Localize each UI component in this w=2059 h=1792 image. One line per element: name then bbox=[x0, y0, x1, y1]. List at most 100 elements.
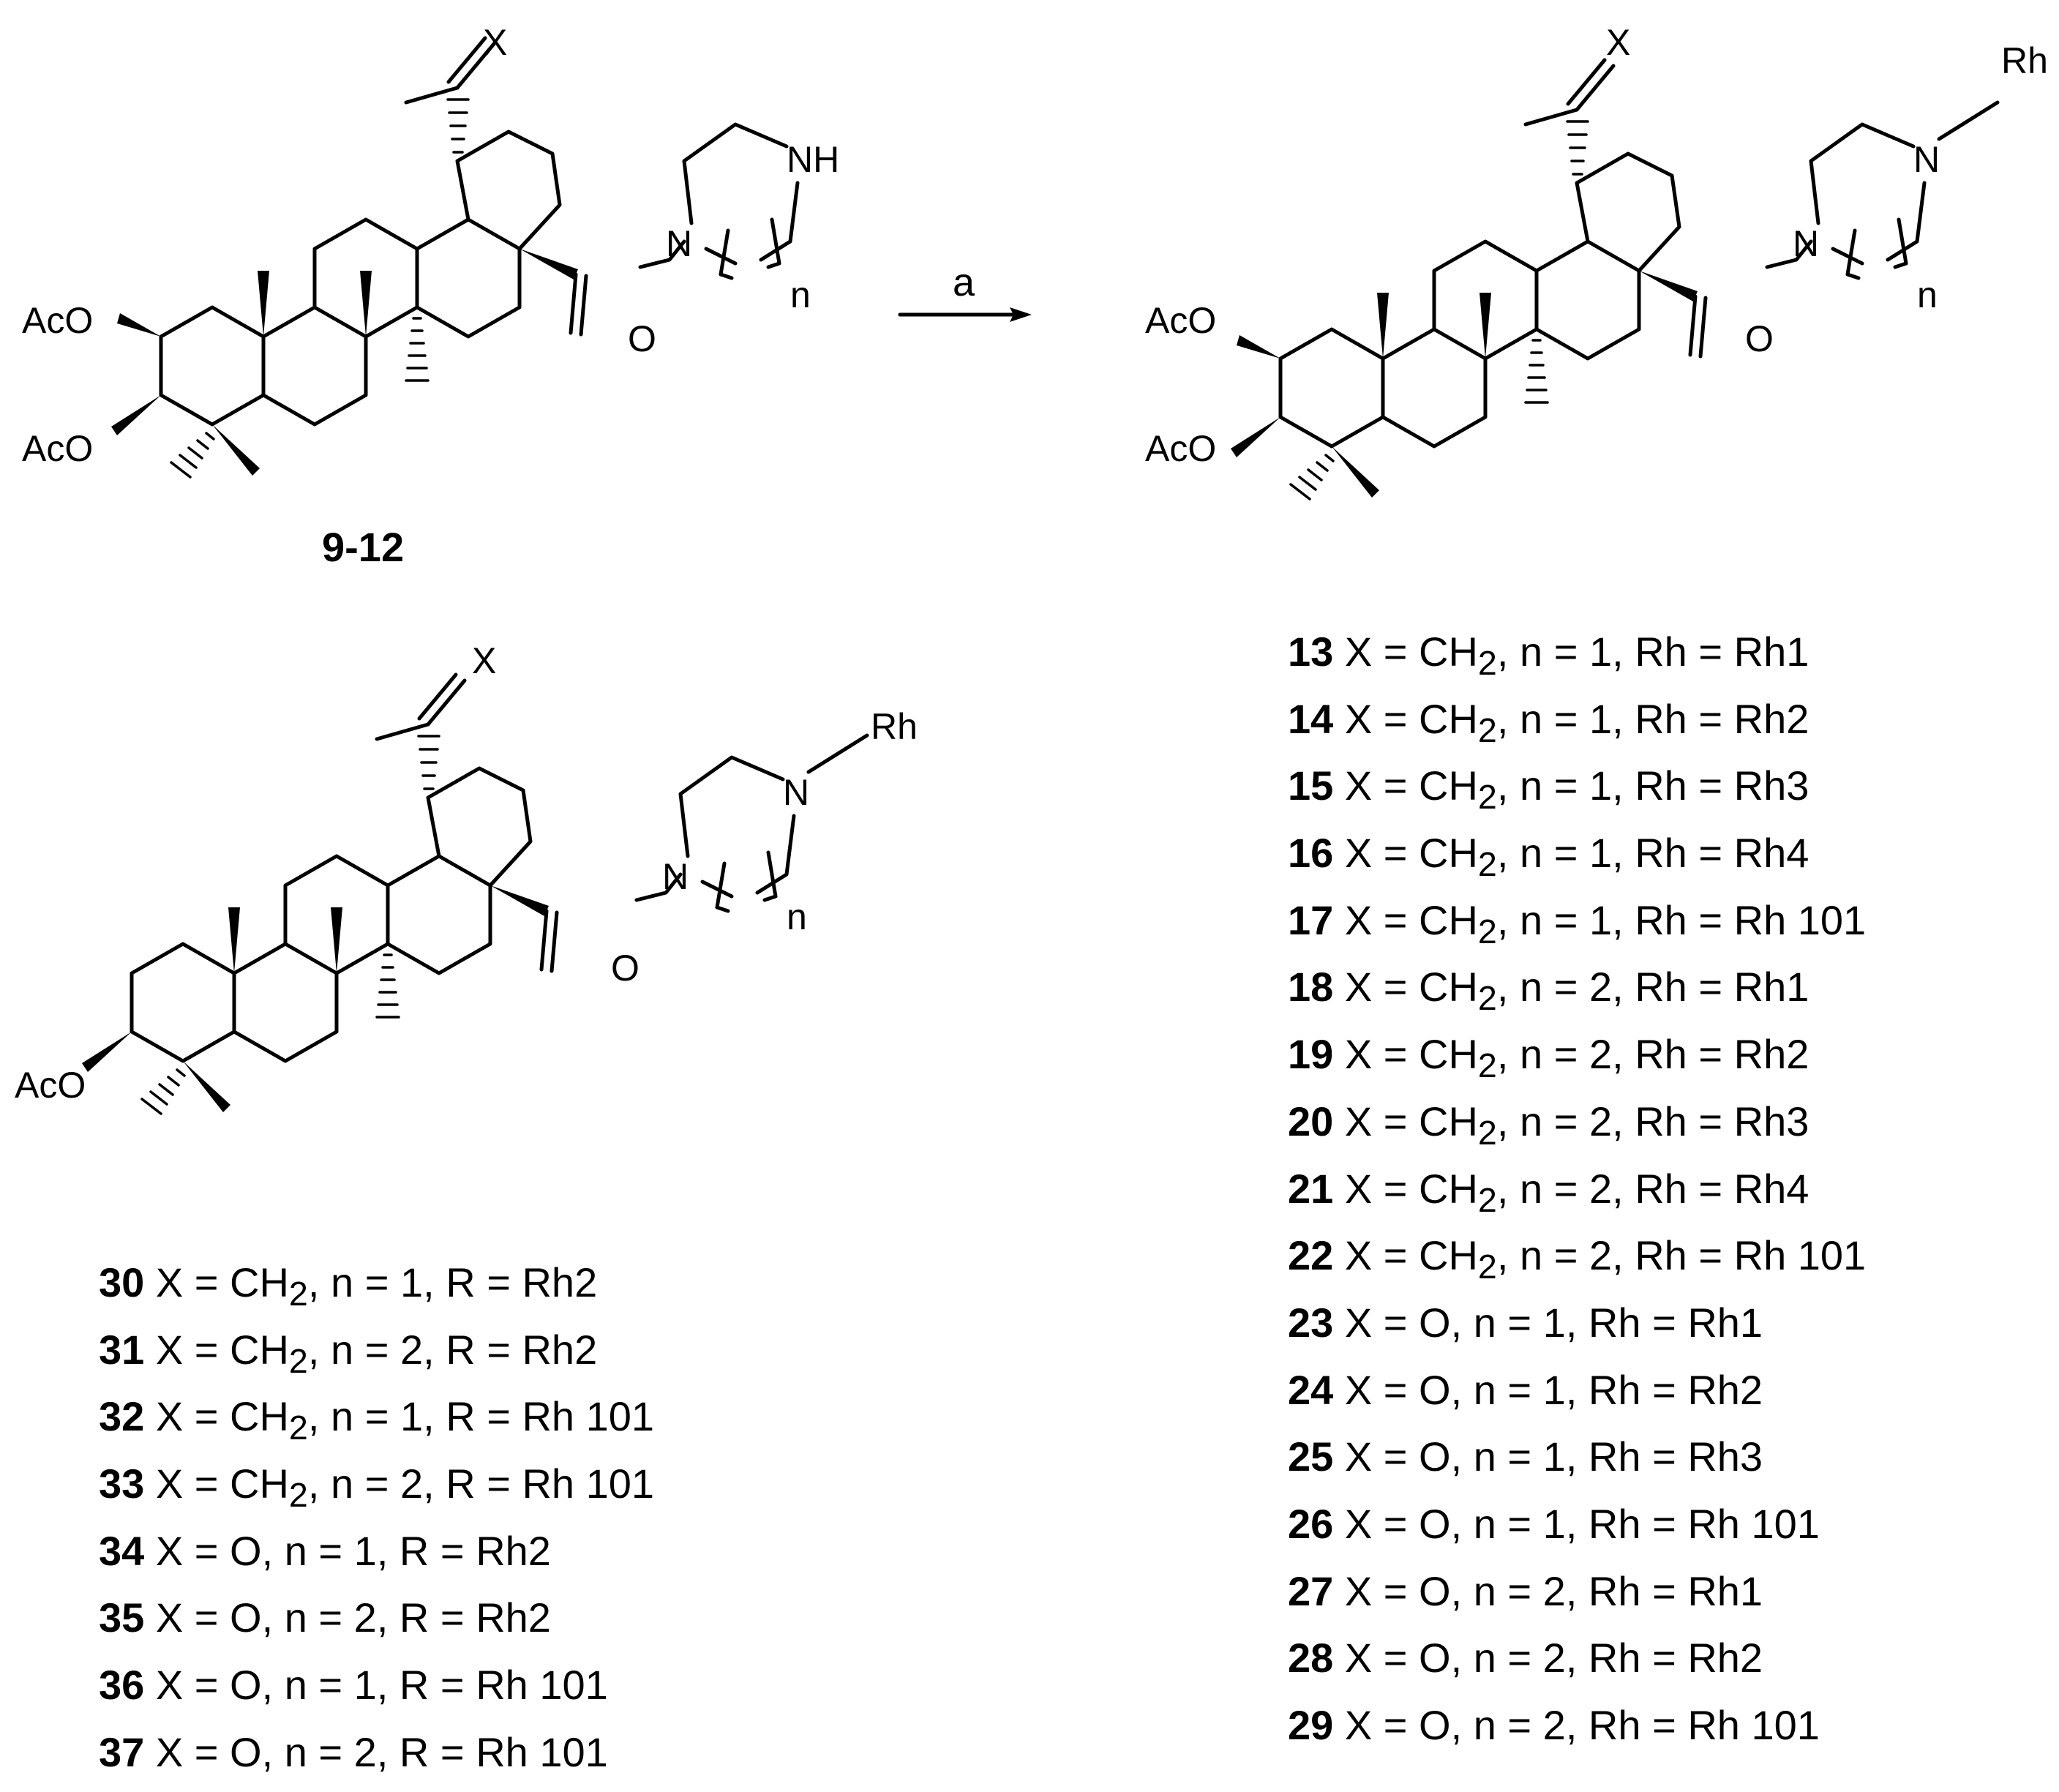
rh-label: Rh bbox=[2001, 40, 2048, 81]
starting-structure-9-12: AcO AcO X O N NH n bbox=[22, 22, 839, 477]
subscript: 2 bbox=[1477, 711, 1497, 749]
aco-label-1: AcO bbox=[22, 300, 93, 341]
compound-entry: 37 X = O, n = 2, R = Rh 101 bbox=[99, 1725, 654, 1792]
subscript: 2 bbox=[1477, 1180, 1497, 1219]
compound-entry: 31 X = CH2, n = 2, R = Rh2 bbox=[99, 1322, 654, 1390]
subscript: 2 bbox=[288, 1476, 308, 1515]
compound-entry: 24 X = O, n = 1, Rh = Rh2 bbox=[1288, 1362, 1866, 1430]
compound-description: X = CH bbox=[1344, 1232, 1478, 1279]
compound-number: 31 bbox=[99, 1326, 145, 1373]
compound-entry: 33 X = CH2, n = 2, R = Rh 101 bbox=[99, 1456, 654, 1523]
aco-label-3: AcO bbox=[1145, 300, 1216, 341]
compound-description: X = O, n = 2, Rh = Rh 101 bbox=[1344, 1702, 1820, 1748]
o-label: O bbox=[628, 318, 656, 359]
compound-number: 23 bbox=[1288, 1299, 1334, 1346]
x-label-2: X bbox=[1606, 22, 1630, 63]
compound-number: 20 bbox=[1288, 1098, 1334, 1144]
compound-description-rest: , n = 2, Rh = Rh3 bbox=[1496, 1098, 1809, 1144]
subscript: 2 bbox=[288, 1275, 308, 1313]
reagent-label: a bbox=[953, 260, 975, 304]
compound-number: 29 bbox=[1288, 1702, 1334, 1748]
compound-description-rest: , n = 1, Rh = Rh4 bbox=[1496, 830, 1809, 877]
compound-entry: 21 X = CH2, n = 2, Rh = Rh4 bbox=[1288, 1161, 1866, 1229]
reaction-scheme: AcO AcO X O N NH n AcO AcO X O bbox=[15, 22, 2048, 1705]
compound-description: X = O, n = 2, Rh = Rh1 bbox=[1344, 1567, 1763, 1614]
compound-entry: 35 X = O, n = 2, R = Rh2 bbox=[99, 1590, 654, 1657]
compound-number: 14 bbox=[1288, 695, 1334, 742]
compound-description: X = O, n = 2, R = Rh2 bbox=[155, 1594, 551, 1641]
compound-number: 19 bbox=[1288, 1031, 1334, 1078]
compound-number: 16 bbox=[1288, 830, 1334, 877]
compound-description-rest: , n = 2, Rh = Rh4 bbox=[1496, 1165, 1809, 1212]
compound-description: X = CH bbox=[1344, 1098, 1478, 1144]
rh-label-2: Rh bbox=[871, 706, 918, 747]
compound-entry: 28 X = O, n = 2, Rh = Rh2 bbox=[1288, 1630, 1866, 1698]
compound-description: X = CH bbox=[155, 1259, 289, 1305]
o-label-3: O bbox=[611, 948, 640, 989]
subscript: 2 bbox=[1477, 1114, 1497, 1152]
compound-entry: 15 X = CH2, n = 1, Rh = Rh3 bbox=[1288, 758, 1866, 825]
compound-number: 17 bbox=[1288, 896, 1334, 943]
compound-description: X = CH bbox=[1344, 964, 1478, 1011]
compound-description-rest: , n = 2, Rh = Rh2 bbox=[1496, 1031, 1809, 1078]
compound-entry: 18 X = CH2, n = 2, Rh = Rh1 bbox=[1288, 959, 1866, 1027]
compound-description-rest: , n = 2, R = Rh 101 bbox=[307, 1461, 655, 1507]
compound-description-rest: , n = 1, R = Rh2 bbox=[307, 1259, 598, 1305]
compound-description: X = O, n = 2, Rh = Rh2 bbox=[1344, 1635, 1763, 1682]
o-label-2: O bbox=[1745, 318, 1774, 359]
subscript: 2 bbox=[1477, 912, 1497, 951]
compound-number: 26 bbox=[1288, 1500, 1334, 1547]
n-label-5: N bbox=[783, 772, 809, 813]
compound-entry: 19 X = CH2, n = 2, Rh = Rh2 bbox=[1288, 1027, 1866, 1094]
compound-entry: 22 X = CH2, n = 2, Rh = Rh 101 bbox=[1288, 1228, 1866, 1295]
reaction-arrow bbox=[898, 307, 1032, 322]
compound-number: 13 bbox=[1288, 629, 1334, 675]
subscript: 2 bbox=[1477, 1046, 1497, 1085]
subscript: 2 bbox=[1477, 979, 1497, 1018]
compound-description: X = CH bbox=[1344, 762, 1478, 809]
subscript: 2 bbox=[1477, 1248, 1497, 1286]
compound-number: 32 bbox=[99, 1393, 145, 1440]
subscript: 2 bbox=[1477, 644, 1497, 683]
compound-description: X = O, n = 1, Rh = Rh3 bbox=[1344, 1433, 1763, 1480]
compound-entry: 30 X = CH2, n = 1, R = Rh2 bbox=[99, 1255, 654, 1322]
compound-entry: 16 X = CH2, n = 1, Rh = Rh4 bbox=[1288, 825, 1866, 893]
subscript: 2 bbox=[1477, 778, 1497, 817]
compound-entry: 26 X = O, n = 1, Rh = Rh 101 bbox=[1288, 1496, 1866, 1564]
compound-entry: 14 X = CH2, n = 1, Rh = Rh2 bbox=[1288, 691, 1866, 759]
compound-description: X = CH bbox=[1344, 896, 1478, 943]
subscript: 2 bbox=[288, 1409, 308, 1447]
compound-entry: 32 X = CH2, n = 1, R = Rh 101 bbox=[99, 1389, 654, 1456]
subscript: 2 bbox=[1477, 845, 1497, 884]
compound-description-rest: , n = 2, Rh = Rh 101 bbox=[1496, 1232, 1867, 1279]
n-label-3: N bbox=[1913, 139, 1940, 180]
compound-number: 15 bbox=[1288, 762, 1334, 809]
aco-label-2: AcO bbox=[22, 428, 93, 469]
compound-description: X = O, n = 1, Rh = Rh 101 bbox=[1344, 1500, 1820, 1547]
compound-entry: 25 X = O, n = 1, Rh = Rh3 bbox=[1288, 1429, 1866, 1496]
compound-entry: 27 X = O, n = 2, Rh = Rh1 bbox=[1288, 1564, 1866, 1631]
compound-entry: 17 X = CH2, n = 1, Rh = Rh 101 bbox=[1288, 893, 1866, 960]
compound-number: 35 bbox=[99, 1594, 145, 1641]
compound-number: 34 bbox=[99, 1527, 145, 1574]
start-compound-label: 9-12 bbox=[322, 524, 405, 570]
n-index-label: n bbox=[790, 274, 811, 315]
compound-description-rest: , n = 1, Rh = Rh3 bbox=[1496, 762, 1809, 809]
compound-entry: 20 X = CH2, n = 2, Rh = Rh3 bbox=[1288, 1094, 1866, 1161]
compound-description-rest: , n = 2, Rh = Rh1 bbox=[1496, 964, 1809, 1011]
compound-description-rest: , n = 1, Rh = Rh2 bbox=[1496, 695, 1809, 742]
compound-entry: 23 X = O, n = 1, Rh = Rh1 bbox=[1288, 1295, 1866, 1362]
product-structure-30-37: AcO X O N N Rh n bbox=[15, 640, 918, 1114]
n-label: N bbox=[666, 223, 692, 264]
product-structure-13-29: AcO AcO X O N N Rh n bbox=[1145, 22, 2048, 499]
compound-description-rest: , n = 1, Rh = Rh 101 bbox=[1496, 896, 1867, 943]
compound-description: X = CH bbox=[1344, 1031, 1478, 1078]
compound-description-rest: , n = 1, Rh = Rh1 bbox=[1496, 629, 1809, 675]
compound-description: X = CH bbox=[155, 1393, 289, 1440]
compound-number: 24 bbox=[1288, 1366, 1334, 1413]
n-label-4: N bbox=[662, 856, 689, 897]
compound-number: 22 bbox=[1288, 1232, 1334, 1279]
compound-description: X = CH bbox=[1344, 629, 1478, 675]
